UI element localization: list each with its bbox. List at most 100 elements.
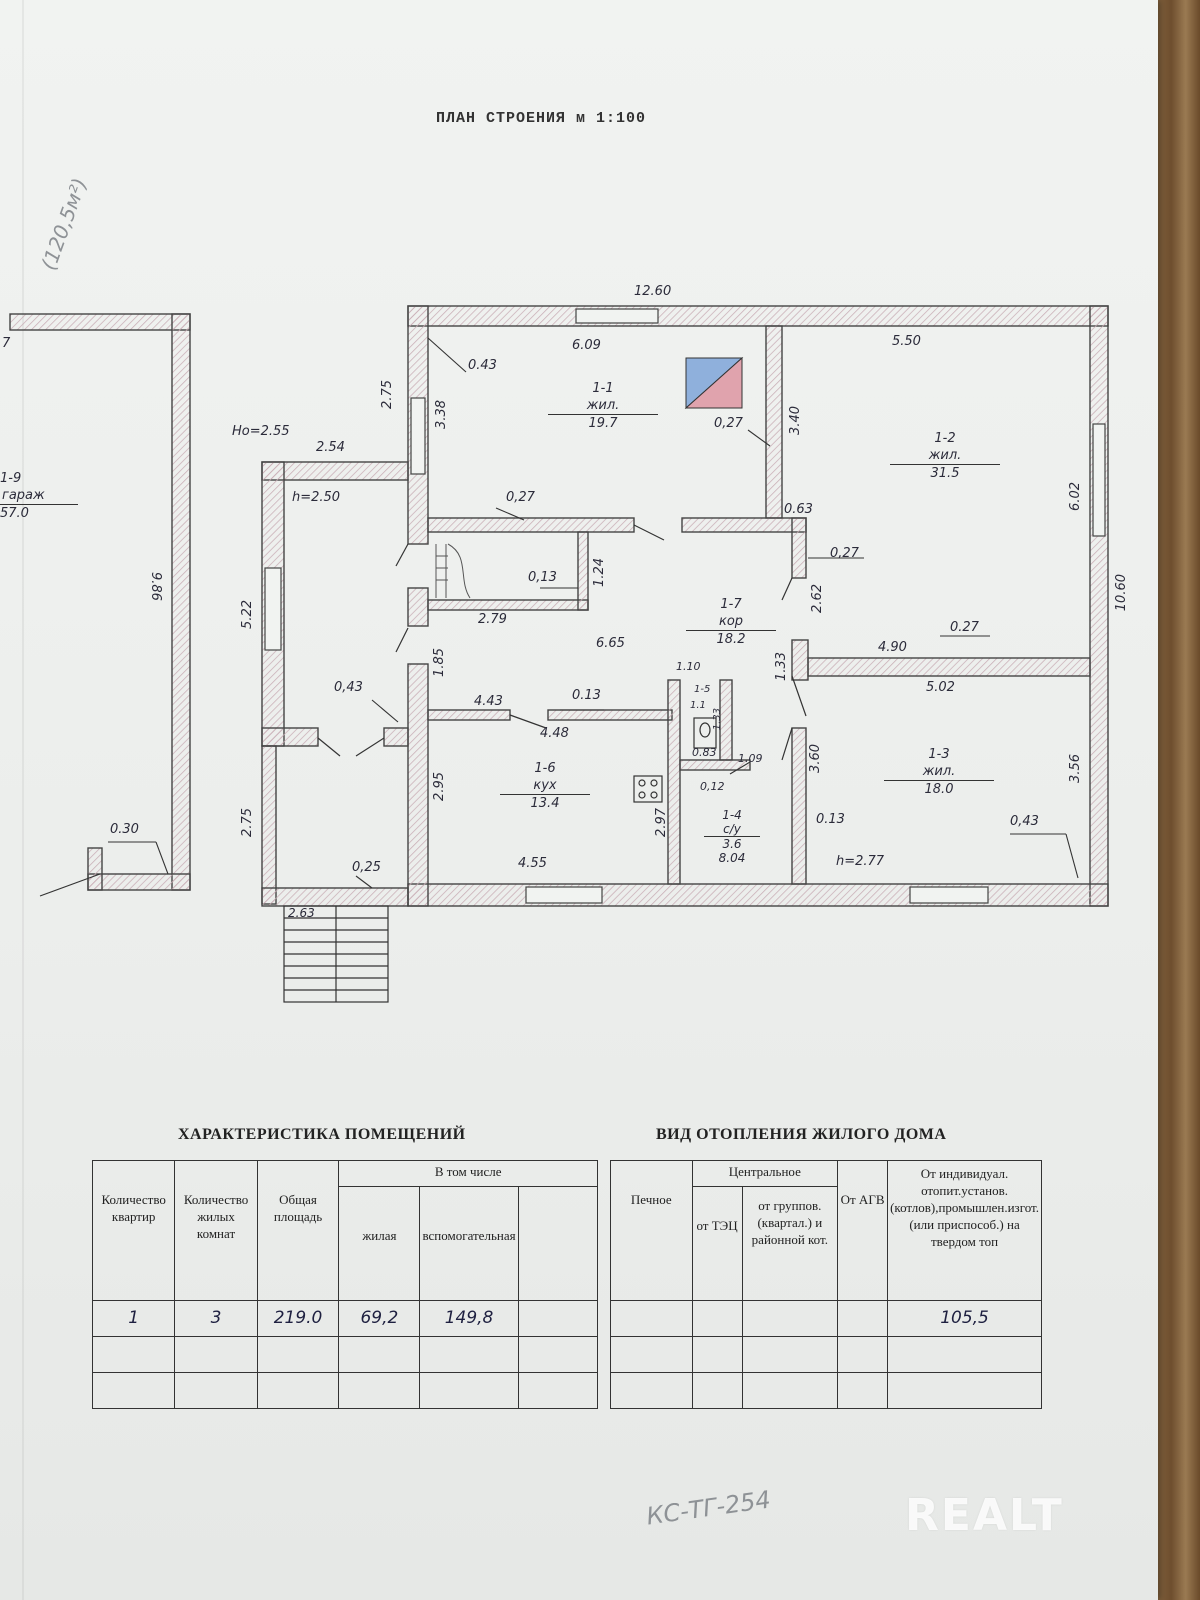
dim-013-a: 0,13: [528, 570, 557, 585]
empty-cell: [837, 1336, 889, 1373]
dim-133-small: 1.33: [712, 708, 723, 731]
garage-partial-label: 7: [2, 336, 11, 351]
garage-wall-top: [9, 313, 191, 331]
dim-665: 6.65: [596, 636, 625, 651]
col-stove-header: Печное: [610, 1160, 693, 1301]
dim-right-total: 10.60: [1114, 574, 1129, 612]
dim-295: 2.95: [432, 772, 447, 801]
col-living-header: жилая: [338, 1186, 421, 1301]
dim-275-top: 2.75: [380, 380, 395, 409]
dim-443: 4.43: [474, 694, 503, 709]
wall-kitchen-top-left: [427, 709, 511, 721]
empty-cell: [741, 1336, 839, 1373]
wall-12-13: [807, 657, 1091, 677]
dim-986: 9.86: [148, 572, 163, 601]
wall-13-stub: [791, 639, 809, 681]
dim-027-a: 0,27: [714, 416, 743, 431]
dim-340: 3.40: [788, 406, 803, 435]
empty-cell: [610, 1372, 693, 1409]
room-id: 1-1: [592, 381, 614, 396]
room-type: гараж: [0, 487, 78, 505]
empty-cell: [837, 1300, 889, 1337]
room-id: 1-7: [720, 597, 742, 612]
room-type: кух: [500, 777, 590, 795]
wc-fixture-icon: [693, 717, 717, 749]
empty-cell: [837, 1372, 889, 1409]
dim-109: 1.09: [738, 752, 763, 765]
wall-11-corridor: [427, 517, 635, 533]
dim-263: 2.63: [288, 906, 315, 920]
room-area: 57.0: [0, 506, 29, 521]
empty-cell: [256, 1372, 340, 1409]
col-indiv-header: От индивидуал. отопит.установ. (котлов),…: [887, 1160, 1042, 1301]
dim-448: 4.48: [540, 726, 569, 741]
room-1-2-label: 1-2 жил. 31.5: [890, 430, 1000, 482]
room-1-1-small-label: 1.1: [690, 700, 706, 711]
dim-490: 4.90: [878, 640, 907, 655]
dim-top-right: 5.50: [892, 334, 921, 349]
garage-wall-stub: [87, 847, 103, 891]
empty-cell: [174, 1336, 258, 1373]
annex-wall-partition: [261, 727, 319, 747]
wall-kitchen-top-right: [547, 709, 673, 721]
room-1-4-label: 1-4 с/у 3.6 8.04: [704, 808, 760, 865]
empty-cell: [517, 1336, 599, 1373]
room-1-1-label: 1-1 жил. 19.7: [548, 380, 658, 432]
wall-wc-bottom: [679, 759, 751, 771]
empty-cell: [174, 1372, 258, 1409]
wall-bath-13: [791, 727, 807, 885]
room-1-6-label: 1-6 кух 13.4: [500, 760, 590, 812]
window-bottom-kitchen: [525, 886, 603, 904]
dim-right-upper: 6.02: [1068, 482, 1083, 511]
heating-table: Печное Центральное От АГВ От индивидуал.…: [610, 1160, 1042, 1409]
dim-025: 0,25: [352, 860, 381, 875]
house-wall-left-middle: [407, 587, 429, 627]
col-group-header: от группов. (квартал.) и районной кот.: [741, 1186, 839, 1301]
room-1-7-label: 1-7 кор 18.2: [686, 596, 776, 648]
dim-right-lower: 3.56: [1068, 754, 1083, 783]
empty-cell: [610, 1300, 693, 1337]
dim-279: 2.79: [478, 612, 507, 627]
dim-043-b: 0,43: [1010, 814, 1039, 829]
dim-360: 3.60: [808, 744, 823, 773]
room-area: 18.2: [716, 632, 746, 647]
room-id: 1-2: [934, 431, 956, 446]
dim-043-c: 0,43: [334, 680, 363, 695]
empty-cell: [691, 1372, 743, 1409]
empty-cell: [691, 1300, 743, 1337]
annex-wall-left-lower: [261, 745, 277, 905]
empty-cell: [91, 1336, 176, 1373]
house-wall-right: [1089, 305, 1109, 907]
room-area: 19.7: [588, 416, 618, 431]
dim-455: 4.55: [518, 856, 547, 871]
cell-blank: [517, 1300, 599, 1337]
dim-043-a: 0.43: [468, 358, 497, 373]
entrance-stairs: [283, 905, 389, 1003]
window-bottom-13: [909, 886, 989, 904]
dim-083: 0.83: [692, 746, 717, 759]
dim-027-d: 0.27: [950, 620, 979, 635]
empty-cell: [741, 1300, 839, 1337]
dim-012: 0,12: [700, 780, 725, 793]
wall-11-12: [765, 325, 783, 519]
room-area: 13.4: [530, 796, 560, 811]
empty-cell: [610, 1336, 693, 1373]
dim-133: 1.33: [774, 652, 789, 681]
wooden-table-edge: [1152, 0, 1200, 1600]
col-total-header: Общая площадь: [256, 1160, 340, 1301]
realt-watermark-logo: REALT: [905, 1490, 1064, 1541]
height-annex: h=2.50: [292, 490, 341, 505]
room-type: жил.: [890, 447, 1000, 465]
cell-living: 69,2: [338, 1300, 421, 1337]
characteristics-title: ХАРАКТЕРИСТИКА ПОМЕЩЕНИЙ: [178, 1126, 466, 1143]
col-rooms-header: Количество жилых комнат: [174, 1160, 258, 1301]
kitchen-stove-icon: [633, 775, 663, 803]
wall-12-right-stub: [791, 517, 807, 579]
dim-110: 1.10: [676, 660, 701, 673]
paper-fold: [22, 0, 24, 1600]
room-id: 1-6: [534, 761, 556, 776]
house-wall-bottom: [407, 883, 1109, 907]
heating-title: ВИД ОТОПЛЕНИЯ ЖИЛОГО ДОМА: [656, 1126, 947, 1143]
dim-185: 1.85: [432, 648, 447, 677]
